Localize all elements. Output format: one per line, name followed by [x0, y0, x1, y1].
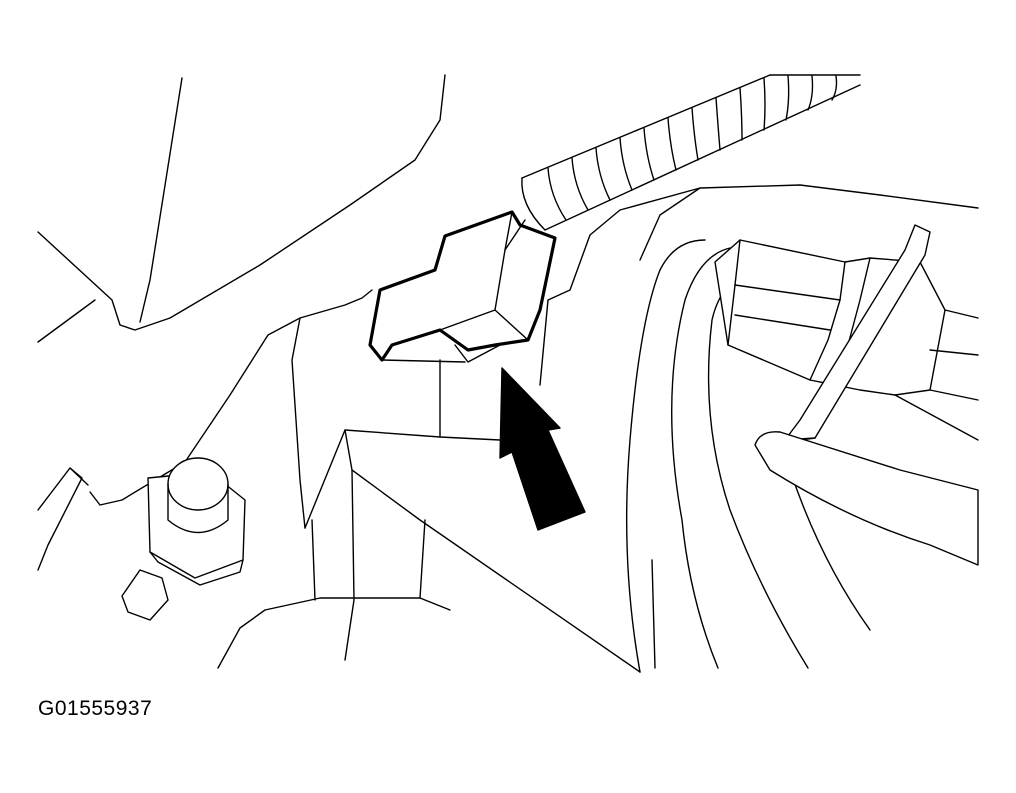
hose: [625, 239, 871, 673]
pointer-arrow: [499, 367, 586, 531]
figure-code: G01555937: [38, 697, 153, 720]
left-rail: [37, 467, 89, 571]
corrugated-harness: [521, 74, 861, 231]
bolt: [147, 457, 246, 586]
electrical-connector: [368, 210, 557, 363]
bracket-panel: [37, 74, 446, 343]
right-panel: [539, 184, 979, 386]
hose-clip: [714, 224, 979, 566]
small-nut: [121, 569, 169, 621]
main-housing: [89, 289, 641, 673]
